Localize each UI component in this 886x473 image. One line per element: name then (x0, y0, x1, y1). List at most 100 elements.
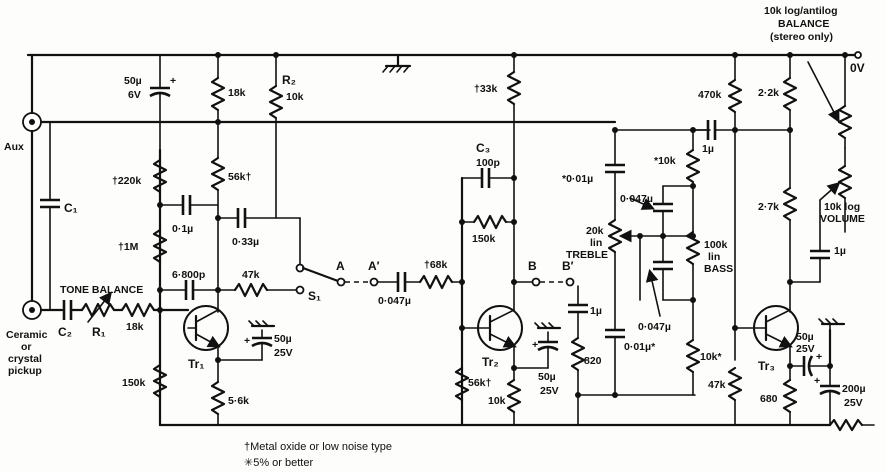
r-18k-input-label: 18k (126, 321, 144, 333)
resistor-56k (210, 119, 226, 313)
bass-label-3: BASS (704, 263, 733, 275)
capacitor-c2 (62, 300, 84, 320)
r-56k-tr2-label: 56k† (468, 377, 492, 389)
c3-label: C₃ (476, 141, 490, 155)
capacitor-0-01u-bottom (605, 328, 625, 396)
c-50u-25v-3-label-b: 25V (796, 343, 815, 355)
svg-text:+: + (532, 339, 538, 351)
switch-s1 (275, 217, 346, 295)
capacitor-50u-25v-tr3: + (789, 318, 846, 377)
balance-pot (807, 52, 853, 149)
ground-symbol-top (382, 53, 412, 73)
r-18k-collector-label: 18k (228, 87, 246, 99)
bass-label-2: lin (708, 251, 720, 263)
r-47k-feedback-label: 47k (242, 269, 260, 281)
transistor-tr1 (183, 305, 229, 351)
resistor-47k-feedback (217, 282, 301, 298)
bass-pot (685, 230, 701, 341)
svg-text:+: + (170, 75, 176, 87)
transistor-tr3 (734, 305, 799, 351)
resistor-r1-tone-balance (80, 291, 116, 323)
c-200u-label-b: 25V (844, 397, 863, 409)
c-0-33u-label: 0·33µ (232, 236, 259, 248)
capacitor-0-047u-tone-bottom (639, 235, 696, 317)
transistor-tr2 (461, 305, 523, 351)
c-1u-tone-label: 1µ (702, 143, 714, 155)
resistor-820 (570, 336, 586, 426)
r-220k-label: †220k (112, 175, 141, 187)
tr1-label: Tr₁ (188, 357, 204, 371)
resistor-220k (152, 121, 168, 206)
resistor-10k-tone-top (685, 129, 701, 233)
capacitor-c3 (461, 168, 515, 188)
c-0-047u-tone-top-label: 0·047µ (620, 193, 653, 205)
s1-label: S₁ (308, 289, 321, 303)
resistor-10k-tone-bottom (685, 338, 701, 396)
r-68k-label: †68k (424, 259, 448, 271)
resistor-18k-input (112, 302, 190, 318)
treble-label-1: 20k (586, 225, 604, 237)
r-10k-tone-top-label: *10k (654, 155, 676, 167)
zero-volt-label: 0V (850, 61, 865, 75)
c-50u-25v-2-label-b: 25V (540, 385, 559, 397)
r-820-label: 820 (584, 355, 602, 367)
point-a-prime-label: A′ (368, 259, 380, 273)
aux-input-socket (22, 53, 42, 302)
c-0-047u-coupling-label: 0·047µ (378, 295, 411, 307)
note-tolerance: ✳5% or better (244, 457, 313, 469)
supply-resistor-stub (828, 418, 875, 432)
balance-label-1: 10k log/antilog (764, 5, 838, 17)
ceramic-label-2: or (21, 341, 32, 353)
r2-label: R₂ (282, 73, 296, 87)
r-150k-mid-label: 150k (472, 233, 496, 245)
svg-text:+: + (816, 351, 822, 363)
volume-label-1: 10k log (824, 201, 860, 213)
capacitor-0-01u-top (605, 163, 625, 221)
r-150k-left-label: 150k (122, 377, 146, 389)
r-47k-tr3-label: 47k (708, 379, 726, 391)
bass-label-1: 100k (704, 239, 728, 251)
balance-label-3: (stereo only) (770, 31, 833, 43)
r-470k-label: 470k (698, 89, 722, 101)
resistor-33k (506, 52, 522, 311)
tr3-label: Tr₃ (758, 359, 775, 373)
point-b-prime (565, 277, 575, 287)
capacitor-0-1u (159, 195, 219, 215)
c-50u-25v-3-label-a: 50µ (796, 331, 814, 343)
r2-value-label: 10k (286, 91, 304, 103)
r1-label: R₁ (92, 325, 106, 339)
c-50u-6v-label-a: 50µ (124, 75, 142, 87)
c-6800p-label: 6·800p (172, 269, 205, 281)
c-1u-volume-label: 1µ (834, 245, 846, 257)
resistor-150k-mid (461, 214, 515, 230)
c-200u-label-a: 200µ (842, 383, 866, 395)
r-10k-tone-bottom-label: 10k* (700, 351, 723, 363)
c2-label: C₂ (58, 325, 72, 339)
svg-text:+: + (244, 335, 250, 347)
resistor-1m (152, 228, 168, 264)
c-0-01u-top-label: *0·01µ (562, 173, 593, 185)
aux-label: Aux (4, 141, 24, 153)
resistor-18k-collector (210, 52, 226, 123)
ceramic-label-1: Ceramic (6, 329, 48, 341)
capacitor-1u-b (568, 285, 588, 339)
resistor-r2-10k (268, 52, 284, 219)
capacitor-50u-6v: + (149, 54, 176, 123)
point-a-label: A (336, 259, 345, 273)
tone-balance-label: TONE BALANCE (60, 284, 143, 296)
treble-pot (607, 218, 694, 331)
treble-label-3: TREBLE (566, 249, 608, 261)
resistor-47k-tr3 (727, 366, 743, 426)
volume-pot (819, 147, 853, 233)
r-33k-label: †33k (474, 83, 498, 95)
r-680-label: 680 (760, 393, 778, 405)
r-2-7k-label: 2·7k (758, 201, 779, 213)
resistor-2-2k (782, 52, 798, 189)
c1-label: C₁ (64, 201, 78, 215)
capacitor-0-33u (217, 208, 276, 228)
point-b-label: B (528, 259, 537, 273)
resistor-150k-left (152, 363, 168, 399)
resistor-680 (782, 345, 798, 426)
c-50u-6v-label-b: 6V (128, 89, 141, 101)
